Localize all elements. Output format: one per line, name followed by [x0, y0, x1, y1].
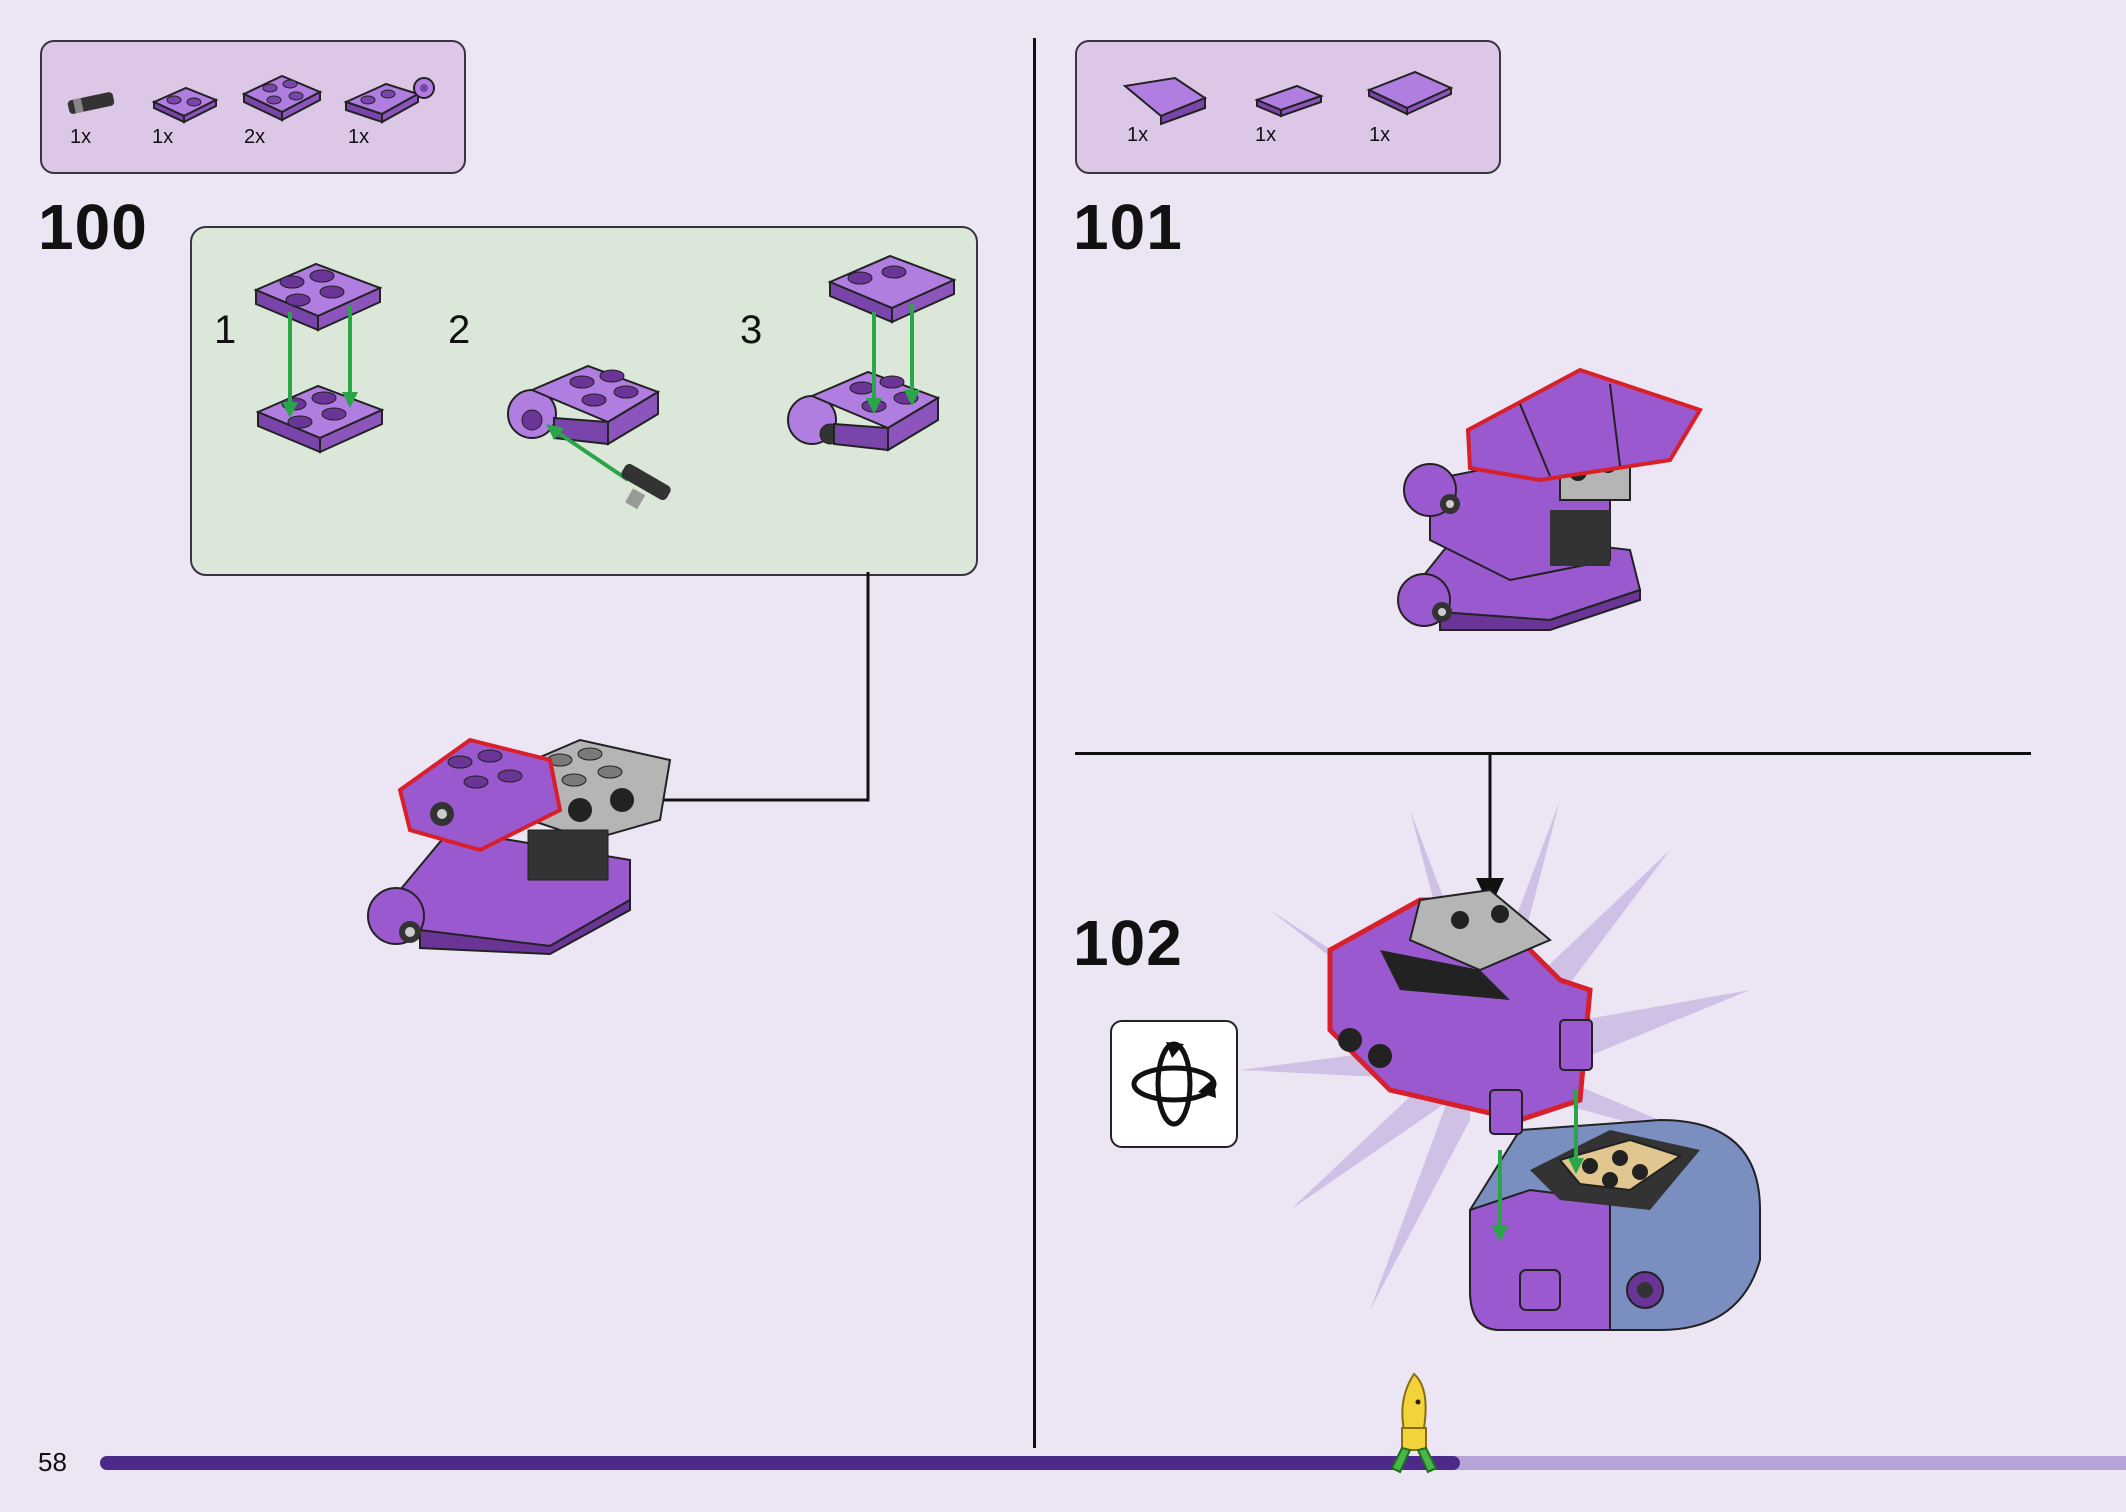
- step-102-model: [1240, 800, 1761, 1331]
- substep-number: 1: [214, 308, 237, 352]
- plate-with-clip-icon: [343, 77, 435, 124]
- sub-assembly-callout: 1 2 3: [190, 226, 978, 576]
- parts-list-step-100: 1x 1x 2x 1x: [40, 40, 466, 174]
- banana-character-icon: [1390, 1372, 1438, 1474]
- step-101-model: [1397, 367, 1703, 631]
- part-qty: 1x: [1369, 124, 1391, 146]
- part-qty: 1x: [70, 126, 92, 148]
- substep-1-illustration: [253, 262, 385, 454]
- curved-slope-icon: [1122, 76, 1208, 126]
- substep-2-illustration: [507, 364, 671, 510]
- step-number: 101: [1073, 191, 1183, 263]
- axle-pin-icon: [67, 92, 115, 114]
- step-number: 102: [1073, 907, 1183, 979]
- rotate-model-icon: [1131, 1041, 1217, 1127]
- parts-list-step-101: 1x 1x 1x: [1075, 40, 1501, 174]
- part-qty: 2x: [244, 126, 266, 148]
- substep-number: 3: [740, 308, 763, 352]
- tile-1x2-icon: [1254, 84, 1324, 118]
- substep-3-illustration: [787, 254, 957, 452]
- page-divider-vertical: [1033, 38, 1036, 1448]
- step-number: 100: [38, 191, 148, 263]
- step-100-model: [367, 737, 672, 956]
- plate-1x2-icon: [151, 86, 219, 124]
- step-divider-horizontal: [1075, 752, 2031, 755]
- substep-number: 2: [448, 308, 471, 352]
- part-qty: 1x: [1127, 124, 1149, 146]
- part-qty: 1x: [152, 126, 174, 148]
- plate-2x2-icon: [241, 74, 323, 122]
- part-qty: 1x: [1255, 124, 1277, 146]
- rotate-model-button: [1110, 1020, 1238, 1148]
- part-qty: 1x: [348, 126, 370, 148]
- progress-bar-fill: [100, 1456, 1460, 1470]
- page-number: 58: [38, 1447, 67, 1477]
- tile-2x2-icon: [1366, 70, 1454, 116]
